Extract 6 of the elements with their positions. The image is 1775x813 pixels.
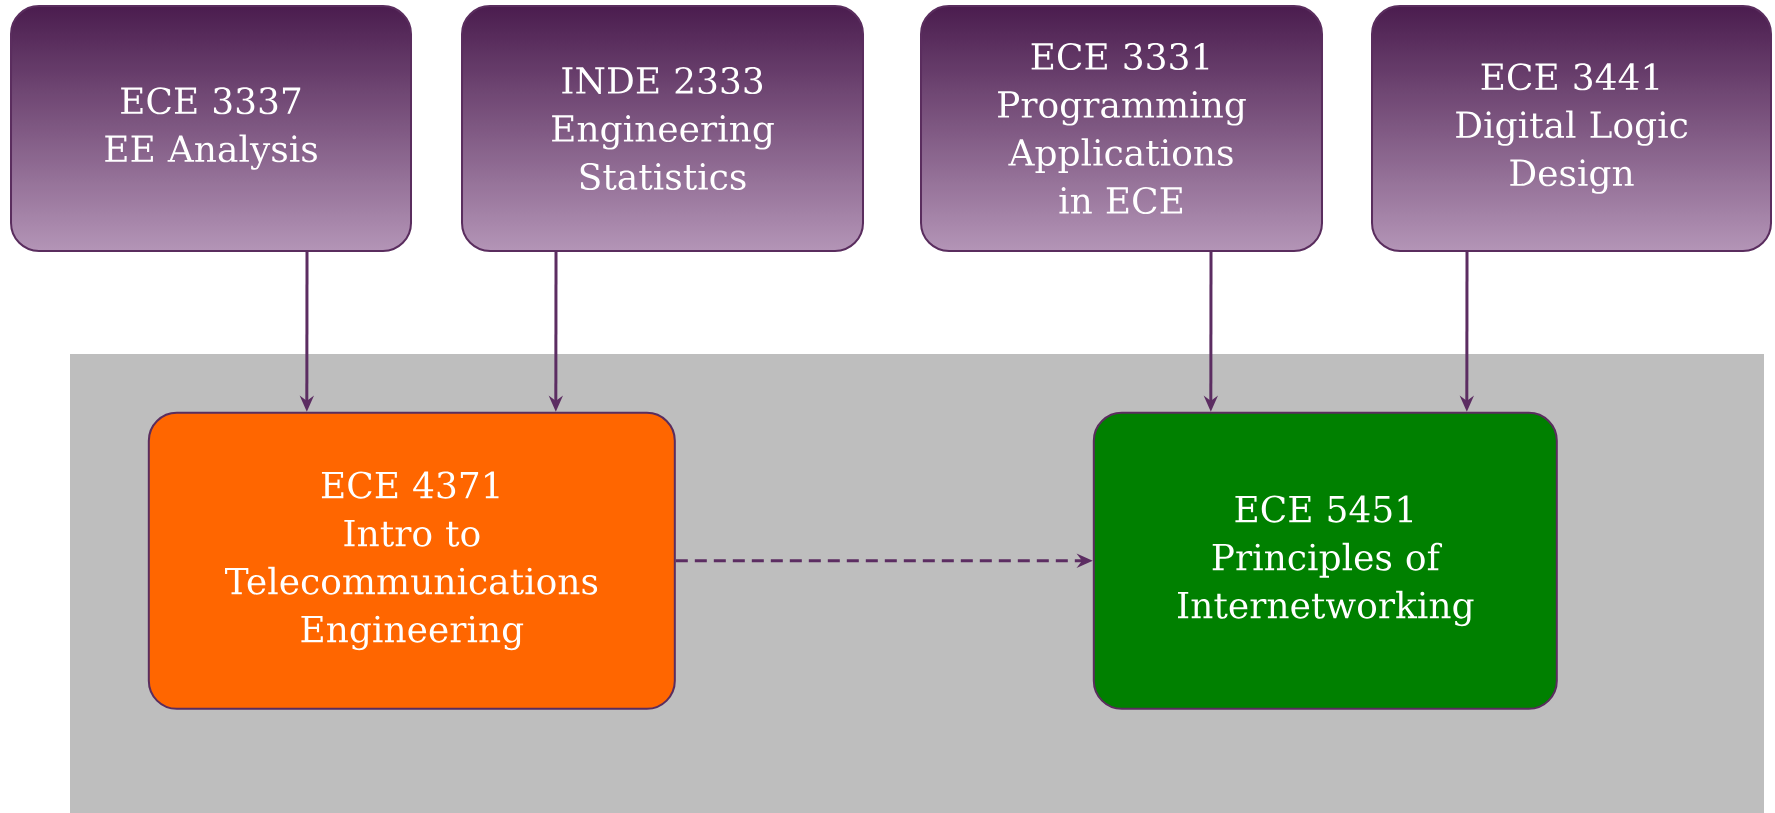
course-box: ECE 5451 Principles of Internetworking — [1092, 411, 1558, 710]
course-box: ECE 3441 Digital Logic Design — [1371, 5, 1772, 252]
course-box: ECE 3331 Programming Applications in ECE — [920, 5, 1323, 252]
course-box: ECE 3337 EE Analysis — [10, 5, 412, 252]
course-box: ECE 4371 Intro to Telecommunications Engineering — [147, 411, 676, 710]
course-box: INDE 2333 Engineering Statistics — [461, 5, 864, 252]
